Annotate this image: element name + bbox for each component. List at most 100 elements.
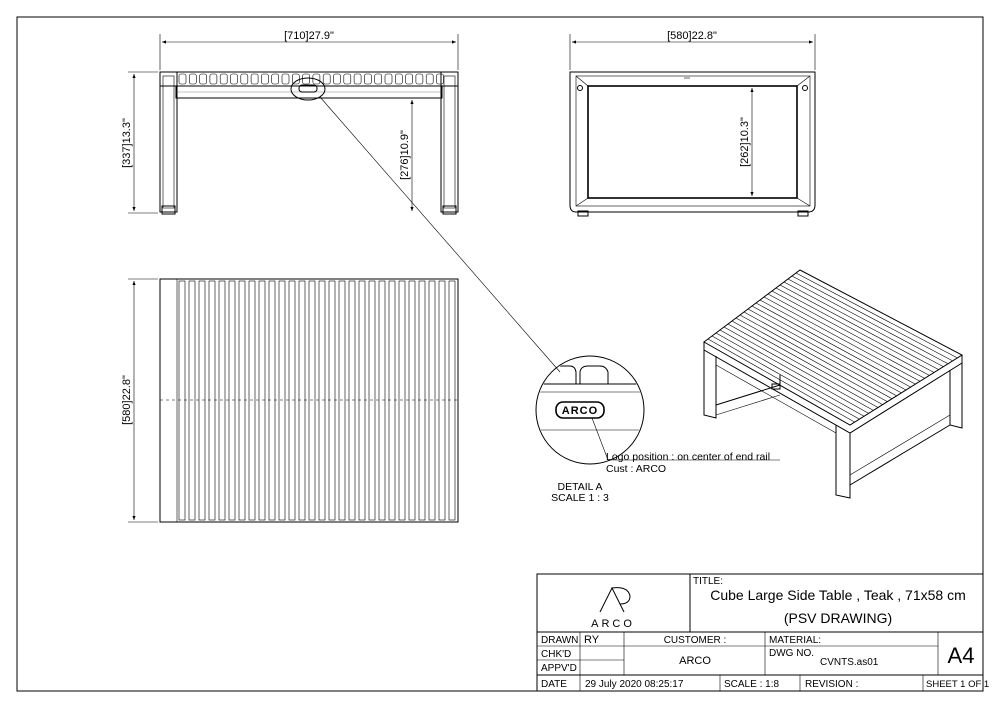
side-opening-height-dimension: [262]10.3" (739, 117, 751, 167)
top-slat (398, 280, 406, 521)
iso-slat-line (707, 338, 855, 423)
side-view: [580]22.8" [262]10.3" (569, 30, 816, 217)
top-slat (308, 280, 316, 521)
top-slat (288, 280, 296, 521)
top-slat (208, 280, 216, 521)
slat-end (384, 73, 393, 85)
logo-plate (555, 401, 605, 419)
top-slat (438, 280, 446, 521)
iso-slat-line (731, 320, 883, 405)
drawn-label: DRAWN (541, 635, 578, 646)
iso-slat-line (767, 293, 925, 379)
chkd-label: CHK'D (541, 649, 571, 660)
scale-value: SCALE : 1:8 (724, 679, 779, 690)
iso-slat-line (739, 314, 893, 400)
top-slat (368, 280, 376, 521)
iso-slat-line (755, 302, 911, 388)
detail-a-callout-circle (290, 77, 326, 101)
detail-note-line2: Cust : ARCO (606, 463, 666, 475)
slat-end (219, 73, 228, 85)
slat-end (353, 73, 362, 85)
slat-end (322, 73, 331, 85)
dwg-label: DWG NO. (769, 648, 814, 659)
slat-end (333, 73, 341, 85)
iso-slat-line (751, 305, 907, 391)
top-slat (218, 280, 226, 521)
top-slat (348, 280, 356, 521)
iso-slat-line (747, 308, 902, 394)
top-slat (448, 280, 456, 521)
iso-slat-line (727, 323, 879, 408)
top-slat (238, 280, 246, 521)
iso-slat-line (711, 335, 860, 420)
slat-end (250, 73, 259, 85)
top-slat (258, 280, 266, 521)
appvd-label: APPV'D (541, 663, 577, 674)
sheet-number: SHEET 1 OF 1 (926, 679, 989, 690)
top-slat (318, 280, 326, 521)
slat-end (271, 73, 280, 85)
top-view-slats (178, 280, 456, 521)
front-clear-height-dimension: [276]10.9" (399, 130, 411, 180)
drawn-value: RY (584, 634, 600, 646)
detail-a: ARCO Logo position : on center of end ra… (535, 355, 780, 504)
material-label: MATERIAL: (769, 635, 821, 646)
iso-slat-line (771, 290, 930, 376)
iso-slat-line (735, 317, 888, 402)
slat-end (291, 73, 300, 85)
side-width-dimension: [580]22.8" (667, 30, 717, 42)
slat-end (302, 73, 310, 85)
top-slat (198, 280, 206, 521)
top-slat (178, 280, 186, 521)
slat-end (364, 73, 372, 85)
top-slat (338, 280, 346, 521)
detail-a-leader (319, 96, 561, 373)
slat-end (425, 73, 434, 85)
slat-end (343, 73, 352, 85)
slat-end (405, 73, 413, 85)
iso-slat-line (775, 287, 935, 373)
front-view-slat-ends (178, 73, 444, 85)
top-view: [580]22.8" (121, 278, 459, 523)
customer-value: ARCO (679, 655, 711, 667)
top-slat (188, 280, 196, 521)
iso-slat-line (759, 299, 916, 385)
slat-end (374, 73, 383, 85)
slat-end (189, 73, 197, 85)
sheet-size: A4 (948, 643, 975, 668)
front-width-dimension: [710]27.9" (284, 30, 334, 42)
title-block: ARCO TITLE: Cube Large Side Table , Teak… (536, 573, 989, 692)
slat-end (209, 73, 218, 85)
logo-plate-small (298, 84, 318, 93)
iso-slat-line (791, 275, 953, 362)
top-slat (358, 280, 366, 521)
iso-slat-line (715, 332, 865, 417)
iso-slat-line (723, 326, 874, 411)
iso-slat-line (787, 278, 949, 365)
top-slat (228, 280, 236, 521)
slat-end (394, 73, 403, 85)
slat-end (415, 73, 424, 85)
slat-end (230, 73, 238, 85)
top-slat (388, 280, 396, 521)
brand-word: ARCO (591, 618, 635, 630)
slat-end (199, 73, 207, 85)
arco-logo: ARCO (591, 586, 635, 630)
isometric-view (703, 269, 964, 499)
detail-a-circle (535, 355, 645, 465)
iso-slat-line (763, 296, 921, 382)
customer-label: CUSTOMER : (664, 635, 727, 646)
date-value: 29 July 2020 08:25:17 (585, 679, 684, 690)
front-view: [710]27.9" [337]13.3" [276]10.9" (121, 30, 561, 373)
isometric-slats (707, 272, 958, 423)
top-slat (248, 280, 256, 521)
logo-plate-text: ARCO (562, 405, 598, 417)
front-height-dimension: [337]13.3" (121, 118, 133, 168)
slat-end (261, 73, 269, 85)
top-slat (418, 280, 426, 521)
title-line1: Cube Large Side Table , Teak , 71x58 cm (710, 587, 966, 603)
slat-end (281, 73, 290, 85)
iso-slat-line (795, 272, 958, 359)
slat-end (312, 73, 321, 85)
